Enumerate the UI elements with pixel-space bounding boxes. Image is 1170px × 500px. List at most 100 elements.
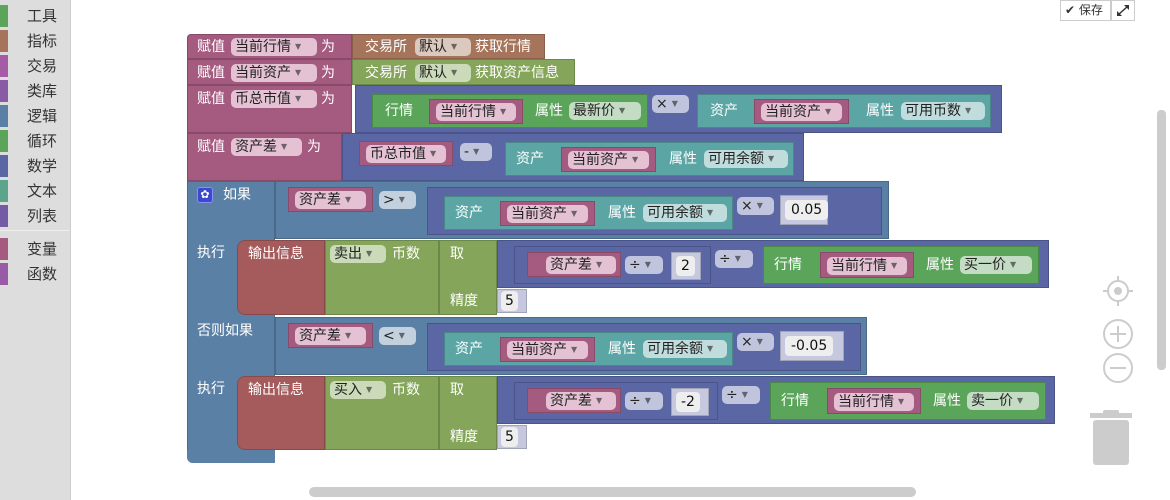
number-field[interactable]: 2 [676,256,695,276]
variable-getter-block[interactable]: 当前资产▼ [500,201,595,226]
toolbox-item-functions[interactable]: 函数 [0,263,70,285]
variable-getter-block[interactable]: 当前资产▼ [754,99,849,124]
variable-getter-block[interactable]: 当前行情▼ [827,388,921,414]
print-message-block[interactable]: 输出信息 [237,376,325,450]
number-field[interactable]: 0.05 [785,200,829,220]
toolbox-item-logic[interactable]: 逻辑 [0,105,70,127]
property-dropdown[interactable]: 卖一价▼ [967,392,1039,410]
compare-operator-dropdown[interactable]: >▼ [379,191,416,209]
variable-dropdown[interactable]: 当前行情▼ [231,38,317,56]
operator-dropdown[interactable]: ×▼ [652,95,689,113]
variable-dropdown[interactable]: 当前行情▼ [827,257,907,275]
variable-getter-block[interactable]: 当前资产▼ [500,337,595,362]
toolbox-item-math[interactable]: 数学 [0,155,70,177]
operator-dropdown[interactable]: ÷▼ [715,250,753,268]
property-dropdown[interactable]: 可用余额▼ [643,340,727,358]
variable-dropdown[interactable]: 当前行情▼ [436,103,516,121]
operator-dropdown[interactable]: ÷▼ [722,386,760,404]
operator-dropdown[interactable]: ×▼ [737,197,774,215]
ticker-property-block[interactable]: 行情 当前行情▼ 属性 卖一价▼ [770,382,1046,420]
save-button[interactable]: ✔ 保存 [1060,0,1111,21]
side-dropdown[interactable]: 买入▼ [330,381,386,399]
variable-getter-block[interactable]: 资产差▼ [527,388,621,413]
exchange-get-account-block[interactable]: 交易所 默认▼ 获取资产信息 [352,59,575,85]
toolbox-item-loops[interactable]: 循环 [0,130,70,152]
print-message-block[interactable]: 输出信息 [237,240,325,315]
precision-field[interactable]: 5 [501,427,518,447]
number-block[interactable]: 2 [671,252,701,280]
set-variable-block[interactable]: 赋值 当前行情▼ 为 [187,34,352,59]
compare-operator-dropdown[interactable]: <▼ [379,327,416,345]
property-dropdown[interactable]: 可用余额▼ [643,204,727,222]
set-variable-block[interactable]: 赋值 资产差▼ 为 [187,133,342,181]
number-field[interactable]: -2 [676,392,700,412]
recenter-icon[interactable] [1102,275,1134,307]
variable-dropdown[interactable]: 当前资产▼ [507,205,588,223]
exchange-dropdown[interactable]: 默认▼ [415,64,471,82]
variable-getter-block[interactable]: 当前行情▼ [820,252,914,278]
toolbox-item-indicators[interactable]: 指标 [0,30,70,52]
horizontal-scrollbar[interactable] [309,487,916,497]
toolbox-item-tools[interactable]: 工具 [0,5,70,27]
toolbox-item-text[interactable]: 文本 [0,180,70,202]
toolbox-item-lists[interactable]: 列表 [0,205,70,227]
variable-dropdown[interactable]: 资产差▼ [295,327,366,345]
variable-dropdown[interactable]: 资产差▼ [546,392,616,410]
variable-dropdown[interactable]: 资产差▼ [231,138,302,156]
account-property-block[interactable]: 资产 当前资产▼ 属性 可用币数▼ [697,94,991,128]
gear-icon[interactable]: ✿ [197,187,213,203]
math-arithmetic-block[interactable]: 行情 当前行情▼ 属性 最新价▼ ×▼ 资产 当前资产▼ 属性 可用币数▼ [355,85,1002,133]
math-arithmetic-block[interactable]: 资产差▼ ÷▼ 2 [514,246,711,284]
account-property-block[interactable]: 资产 当前资产▼ 属性 可用余额▼ [505,142,794,176]
operator-dropdown[interactable]: ×▼ [737,333,774,351]
number-block[interactable]: 5 [497,425,527,449]
math-arithmetic-block[interactable]: 资产差▼ ÷▼ -2 ÷▼ 行情 当前行情▼ 属性 卖一价▼ [497,376,1055,424]
precision-field[interactable]: 5 [501,291,518,311]
set-variable-block[interactable]: 赋值 币总市值▼ 为 [187,85,352,133]
variable-getter-block[interactable]: 资产差▼ [288,187,373,212]
trash-icon[interactable] [1089,410,1133,466]
variable-getter-block[interactable]: 当前行情▼ [429,99,523,124]
coin-amount-block[interactable]: 买入▼ 币数 [325,376,439,450]
math-arithmetic-block[interactable]: 资产差▼ ÷▼ 2 ÷▼ 行情 当前行情▼ 属性 买一价▼ [497,240,1049,288]
variable-dropdown[interactable]: 当前资产▼ [568,151,649,169]
math-arithmetic-block[interactable]: 币总市值▼ -▼ 资产 当前资产▼ 属性 可用余额▼ [342,133,804,181]
number-block[interactable]: -0.05 [780,331,844,361]
property-dropdown[interactable]: 最新价▼ [569,102,641,120]
number-block[interactable]: 0.05 [780,195,829,225]
variable-dropdown[interactable]: 当前资产▼ [761,103,842,121]
toolbox-item-library[interactable]: 类库 [0,80,70,102]
variable-dropdown[interactable]: 币总市值▼ [231,90,317,108]
property-dropdown[interactable]: 可用币数▼ [901,102,985,120]
math-arithmetic-block[interactable]: 资产 当前资产▼ 属性 可用余额▼ ×▼ 0.05 [427,187,882,235]
account-property-block[interactable]: 资产 当前资产▼ 属性 可用余额▼ [444,332,733,366]
ticker-property-block[interactable]: 行情 当前行情▼ 属性 最新价▼ [372,94,648,128]
variable-getter-block[interactable]: 当前资产▼ [561,147,656,172]
exchange-get-ticker-block[interactable]: 交易所 默认▼ 获取行情 [352,34,545,59]
set-variable-block[interactable]: 赋值 当前资产▼ 为 [187,59,352,85]
exchange-dropdown[interactable]: 默认▼ [415,38,471,56]
variable-dropdown[interactable]: 当前资产▼ [507,341,588,359]
property-dropdown[interactable]: 可用余额▼ [704,150,788,168]
variable-getter-block[interactable]: 资产差▼ [288,323,373,348]
math-arithmetic-block[interactable]: 资产 当前资产▼ 属性 可用余额▼ ×▼ -0.05 [427,323,861,371]
round-block[interactable]: 取 精度 [439,240,497,315]
vertical-scrollbar[interactable] [1157,110,1166,370]
number-block[interactable]: 5 [497,289,527,313]
variable-dropdown[interactable]: 资产差▼ [546,256,616,274]
fullscreen-button[interactable] [1111,0,1135,21]
variable-dropdown[interactable]: 资产差▼ [295,191,366,209]
operator-dropdown[interactable]: -▼ [460,143,492,161]
number-block[interactable]: -2 [671,388,709,416]
property-dropdown[interactable]: 买一价▼ [960,256,1032,274]
round-block[interactable]: 取 精度 [439,376,497,450]
variable-getter-block[interactable]: 资产差▼ [527,252,621,277]
ticker-property-block[interactable]: 行情 当前行情▼ 属性 买一价▼ [763,246,1039,284]
toolbox-item-variables[interactable]: 变量 [0,238,70,260]
operator-dropdown[interactable]: ÷▼ [625,256,663,274]
operator-dropdown[interactable]: ÷▼ [625,392,663,410]
number-field[interactable]: -0.05 [785,336,834,356]
variable-dropdown[interactable]: 当前行情▼ [834,393,914,411]
math-arithmetic-block[interactable]: 资产差▼ ÷▼ -2 [514,382,718,420]
side-dropdown[interactable]: 卖出▼ [330,245,386,263]
